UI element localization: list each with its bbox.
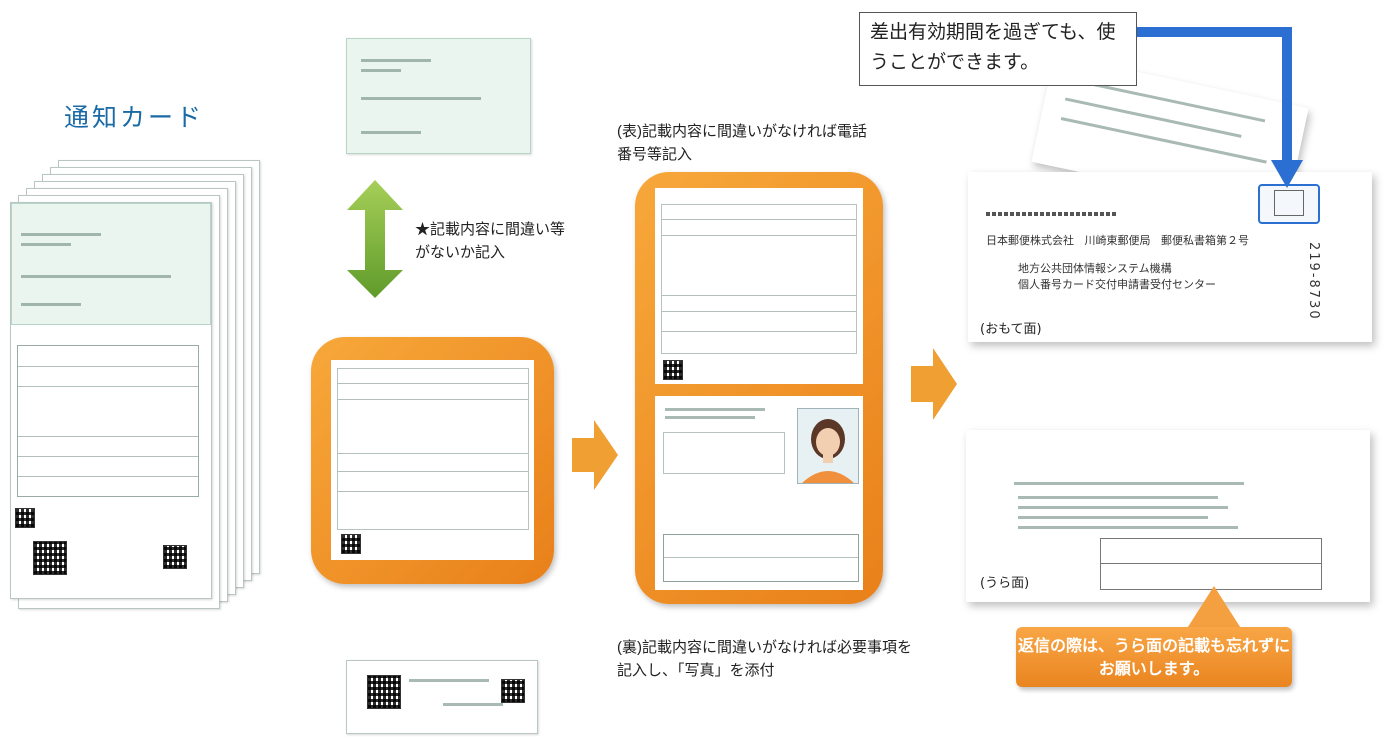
env-pobox: 郵便私書箱第２号 [1161,234,1249,247]
env-front-label: (おもて面) [980,322,1042,337]
front-caption: (表)記載内容に間違いがなければ電話番号等記入 [617,123,867,163]
env-postal: 219-8730 [1306,242,1321,321]
reply-callout: 返信の際は、うら面の記載も忘れずにお願いします。 [1016,627,1292,687]
notification-card-front [10,202,212,599]
arrow-right-icon-2 [911,348,957,420]
form-frame-middle [311,337,554,584]
env-branch: 川崎東郵便局 [1084,234,1151,247]
validity-note-text: 差出有効期間を過ぎても、使うことができます。 [870,21,1116,73]
photo [797,408,859,484]
double-arrow-icon [347,180,403,298]
callout-pointer-icon [1186,586,1242,630]
env-back-label: (うら面) [980,576,1030,591]
env-org1: 地方公共団体情報システム機構 [1018,262,1172,275]
reply-note-text: 返信の際は、うら面の記載も忘れずにお願いします。 [1017,638,1290,678]
back-caption: (裏)記載内容に間違いがなければ必要事項を記入し、「写真」を添付 [617,639,912,679]
stamp-highlight [1258,184,1320,224]
notification-card-top [346,38,531,154]
form-frame-right [635,172,883,604]
validity-note: 差出有効期間を過ぎても、使うことができます。 [859,12,1137,86]
envelope-back: (うら面) [966,430,1370,602]
blue-arrow-icon [1137,27,1303,188]
env-org2: 個人番号カード交付申請書受付センター [1018,278,1216,291]
envelope-front: 日本郵便株式会社 川崎東郵便局 郵便私書箱第２号 地方公共団体情報システム機構 … [968,172,1372,342]
arrow-right-icon [572,420,618,490]
env-company: 日本郵便株式会社 [986,234,1074,247]
notification-card-bottom [346,660,538,734]
notification-card-title: 通知カード [64,103,205,132]
center-note: ★記載内容に間違い等がないか記入 [415,221,566,261]
